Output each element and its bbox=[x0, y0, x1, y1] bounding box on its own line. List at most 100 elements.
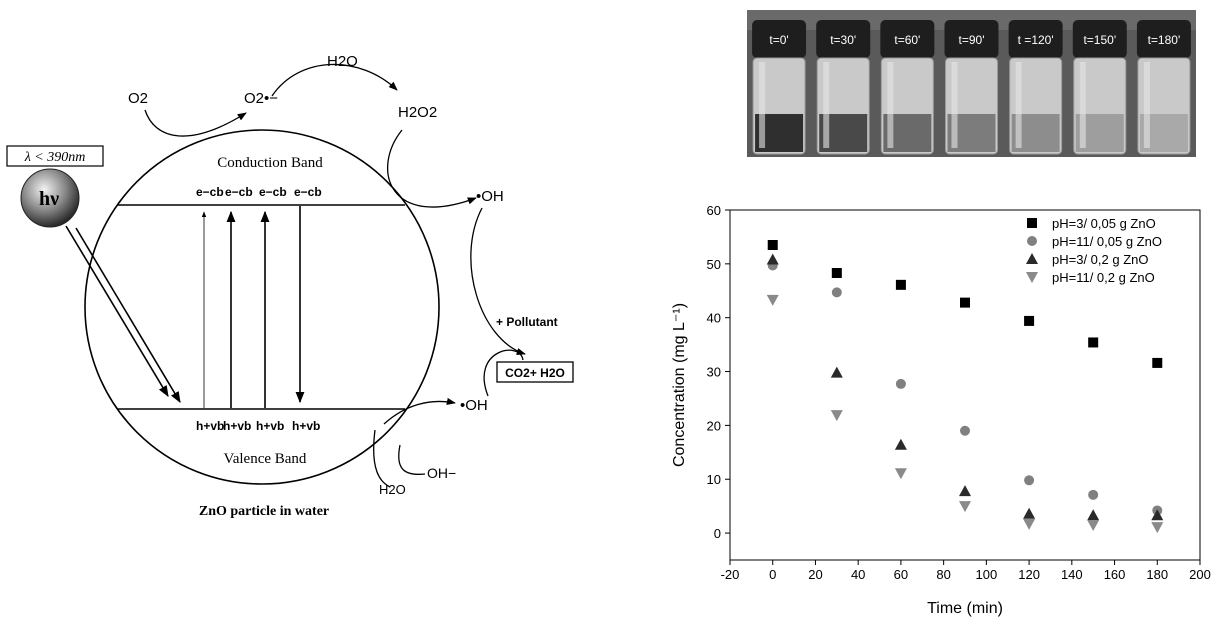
hydroxyl-top-label: •OH bbox=[476, 188, 504, 205]
vial-cap bbox=[752, 20, 807, 58]
x-tick-label: 80 bbox=[936, 567, 950, 582]
oxygen-label: O2 bbox=[128, 90, 148, 107]
y-tick-label: 0 bbox=[714, 526, 721, 541]
vial-highlight bbox=[1015, 62, 1022, 148]
data-point bbox=[1088, 489, 1099, 500]
y-tick-label: 30 bbox=[707, 365, 721, 380]
vial-time-label: t =120' bbox=[1018, 33, 1054, 47]
data-point bbox=[1087, 520, 1100, 531]
water-top-label: H2O bbox=[327, 53, 358, 70]
vial-time-label: t=30' bbox=[830, 33, 856, 47]
water-oxidation-curve bbox=[373, 429, 391, 488]
data-point bbox=[1023, 507, 1036, 519]
vial-row: t=0' t=30' t=60' t=90' t =120' t=150' t=180' bbox=[752, 20, 1191, 155]
data-point bbox=[766, 294, 779, 306]
zno-particle-circle bbox=[84, 129, 440, 485]
x-axis-label: Time (min) bbox=[927, 600, 1003, 617]
data-point bbox=[960, 425, 970, 436]
data-point bbox=[1024, 475, 1035, 486]
data-point bbox=[960, 297, 970, 308]
peroxide-label: H2O2 bbox=[398, 104, 437, 121]
data-point bbox=[1023, 518, 1036, 530]
data-point bbox=[766, 253, 779, 265]
vial: t =120' bbox=[1008, 20, 1063, 155]
vial: t=150' bbox=[1072, 20, 1127, 155]
y-tick-label: 40 bbox=[707, 311, 721, 326]
vial-cap bbox=[1008, 20, 1063, 58]
x-tick-label: 0 bbox=[769, 567, 776, 582]
data-point bbox=[894, 438, 907, 450]
light-ray-arrow bbox=[65, 225, 169, 397]
vial-time-label: t=180' bbox=[1148, 33, 1181, 47]
vial-time-label: t=60' bbox=[894, 33, 920, 47]
x-tick-label: 140 bbox=[1061, 567, 1083, 582]
light-ray-arrow bbox=[75, 227, 181, 403]
x-tick-label: 120 bbox=[1018, 567, 1040, 582]
vial: t=90' bbox=[944, 20, 999, 155]
legend-marker bbox=[1027, 236, 1037, 246]
electron-label: e−cb bbox=[225, 185, 253, 199]
data-point bbox=[1151, 509, 1164, 521]
y-axis-label: Concentration (mg L⁻¹) bbox=[671, 303, 688, 467]
vial-photo: t=0' t=30' t=60' t=90' t =120' t=150' t=180' bbox=[747, 10, 1196, 157]
hole-label: h+vb bbox=[223, 419, 251, 433]
zno-mechanism-diagram: Conduction Band Valence Band e−cb e−cb e… bbox=[6, 53, 574, 519]
data-point bbox=[894, 468, 907, 480]
legend-label: pH=11/ 0,2 g ZnO bbox=[1052, 270, 1155, 285]
photon-energy-label: hν bbox=[39, 188, 59, 210]
hydroxide-label: OH− bbox=[427, 465, 456, 481]
legend-marker bbox=[1026, 272, 1038, 283]
data-points bbox=[766, 240, 1164, 534]
data-series bbox=[766, 294, 1164, 534]
legend-marker bbox=[1027, 218, 1037, 228]
vial-highlight bbox=[823, 62, 830, 148]
hydroxyl-bottom-label: •OH bbox=[460, 397, 488, 414]
legend-label: pH=3/ 0,2 g ZnO bbox=[1052, 252, 1148, 267]
y-tick-label: 20 bbox=[707, 418, 721, 433]
vial-cap bbox=[944, 20, 999, 58]
legend-label: pH=3/ 0,05 g ZnO bbox=[1052, 216, 1156, 231]
x-tick-label: 60 bbox=[894, 567, 908, 582]
legend-marker bbox=[1026, 253, 1038, 264]
vial-highlight bbox=[1143, 62, 1150, 148]
data-point bbox=[1024, 315, 1035, 326]
water-bottom-label: H2O bbox=[379, 482, 406, 497]
x-tick-label: 100 bbox=[976, 567, 998, 582]
data-point bbox=[1088, 337, 1099, 348]
data-point bbox=[895, 279, 906, 290]
x-tick-label: 40 bbox=[851, 567, 865, 582]
vial-cap bbox=[1072, 20, 1127, 58]
hydroxide-oxidation-curve bbox=[398, 444, 426, 476]
electron-label: e−cb bbox=[259, 185, 287, 199]
vial-highlight bbox=[1079, 62, 1086, 148]
hole-oxidation-arrow bbox=[383, 397, 456, 425]
x-tick-label: 200 bbox=[1189, 567, 1211, 582]
electron-label: e−cb bbox=[294, 185, 322, 199]
vial-cap bbox=[816, 20, 871, 58]
vial-time-label: t=90' bbox=[959, 33, 985, 47]
vial-highlight bbox=[759, 62, 766, 148]
wavelength-label: λ < 390nm bbox=[24, 150, 86, 165]
vial-highlight bbox=[951, 62, 958, 148]
data-point bbox=[830, 366, 843, 378]
superoxide-label: O2•− bbox=[244, 90, 278, 107]
data-point bbox=[1151, 522, 1164, 534]
data-point bbox=[1087, 509, 1100, 521]
x-tick-label: 180 bbox=[1146, 567, 1168, 582]
data-point bbox=[830, 410, 843, 422]
electron-labels: e−cb e−cb e−cb e−cb bbox=[196, 185, 322, 199]
hole-labels: h+vb h+vb h+vb h+vb bbox=[196, 419, 320, 433]
conduction-band-label: Conduction Band bbox=[217, 155, 323, 171]
electron-label: e−cb bbox=[196, 185, 224, 199]
photon-sphere-icon bbox=[20, 168, 80, 228]
vial-cap bbox=[1136, 20, 1191, 58]
hole-label: h+vb bbox=[196, 419, 224, 433]
vial: t=0' bbox=[752, 20, 807, 155]
pollutant-label: + Pollutant bbox=[496, 315, 558, 329]
hydroxyl-bottom-arrow bbox=[483, 349, 524, 397]
data-series bbox=[766, 253, 1164, 521]
hydroxyl-attack-arrow bbox=[470, 207, 526, 356]
hole-label: h+vb bbox=[256, 419, 284, 433]
